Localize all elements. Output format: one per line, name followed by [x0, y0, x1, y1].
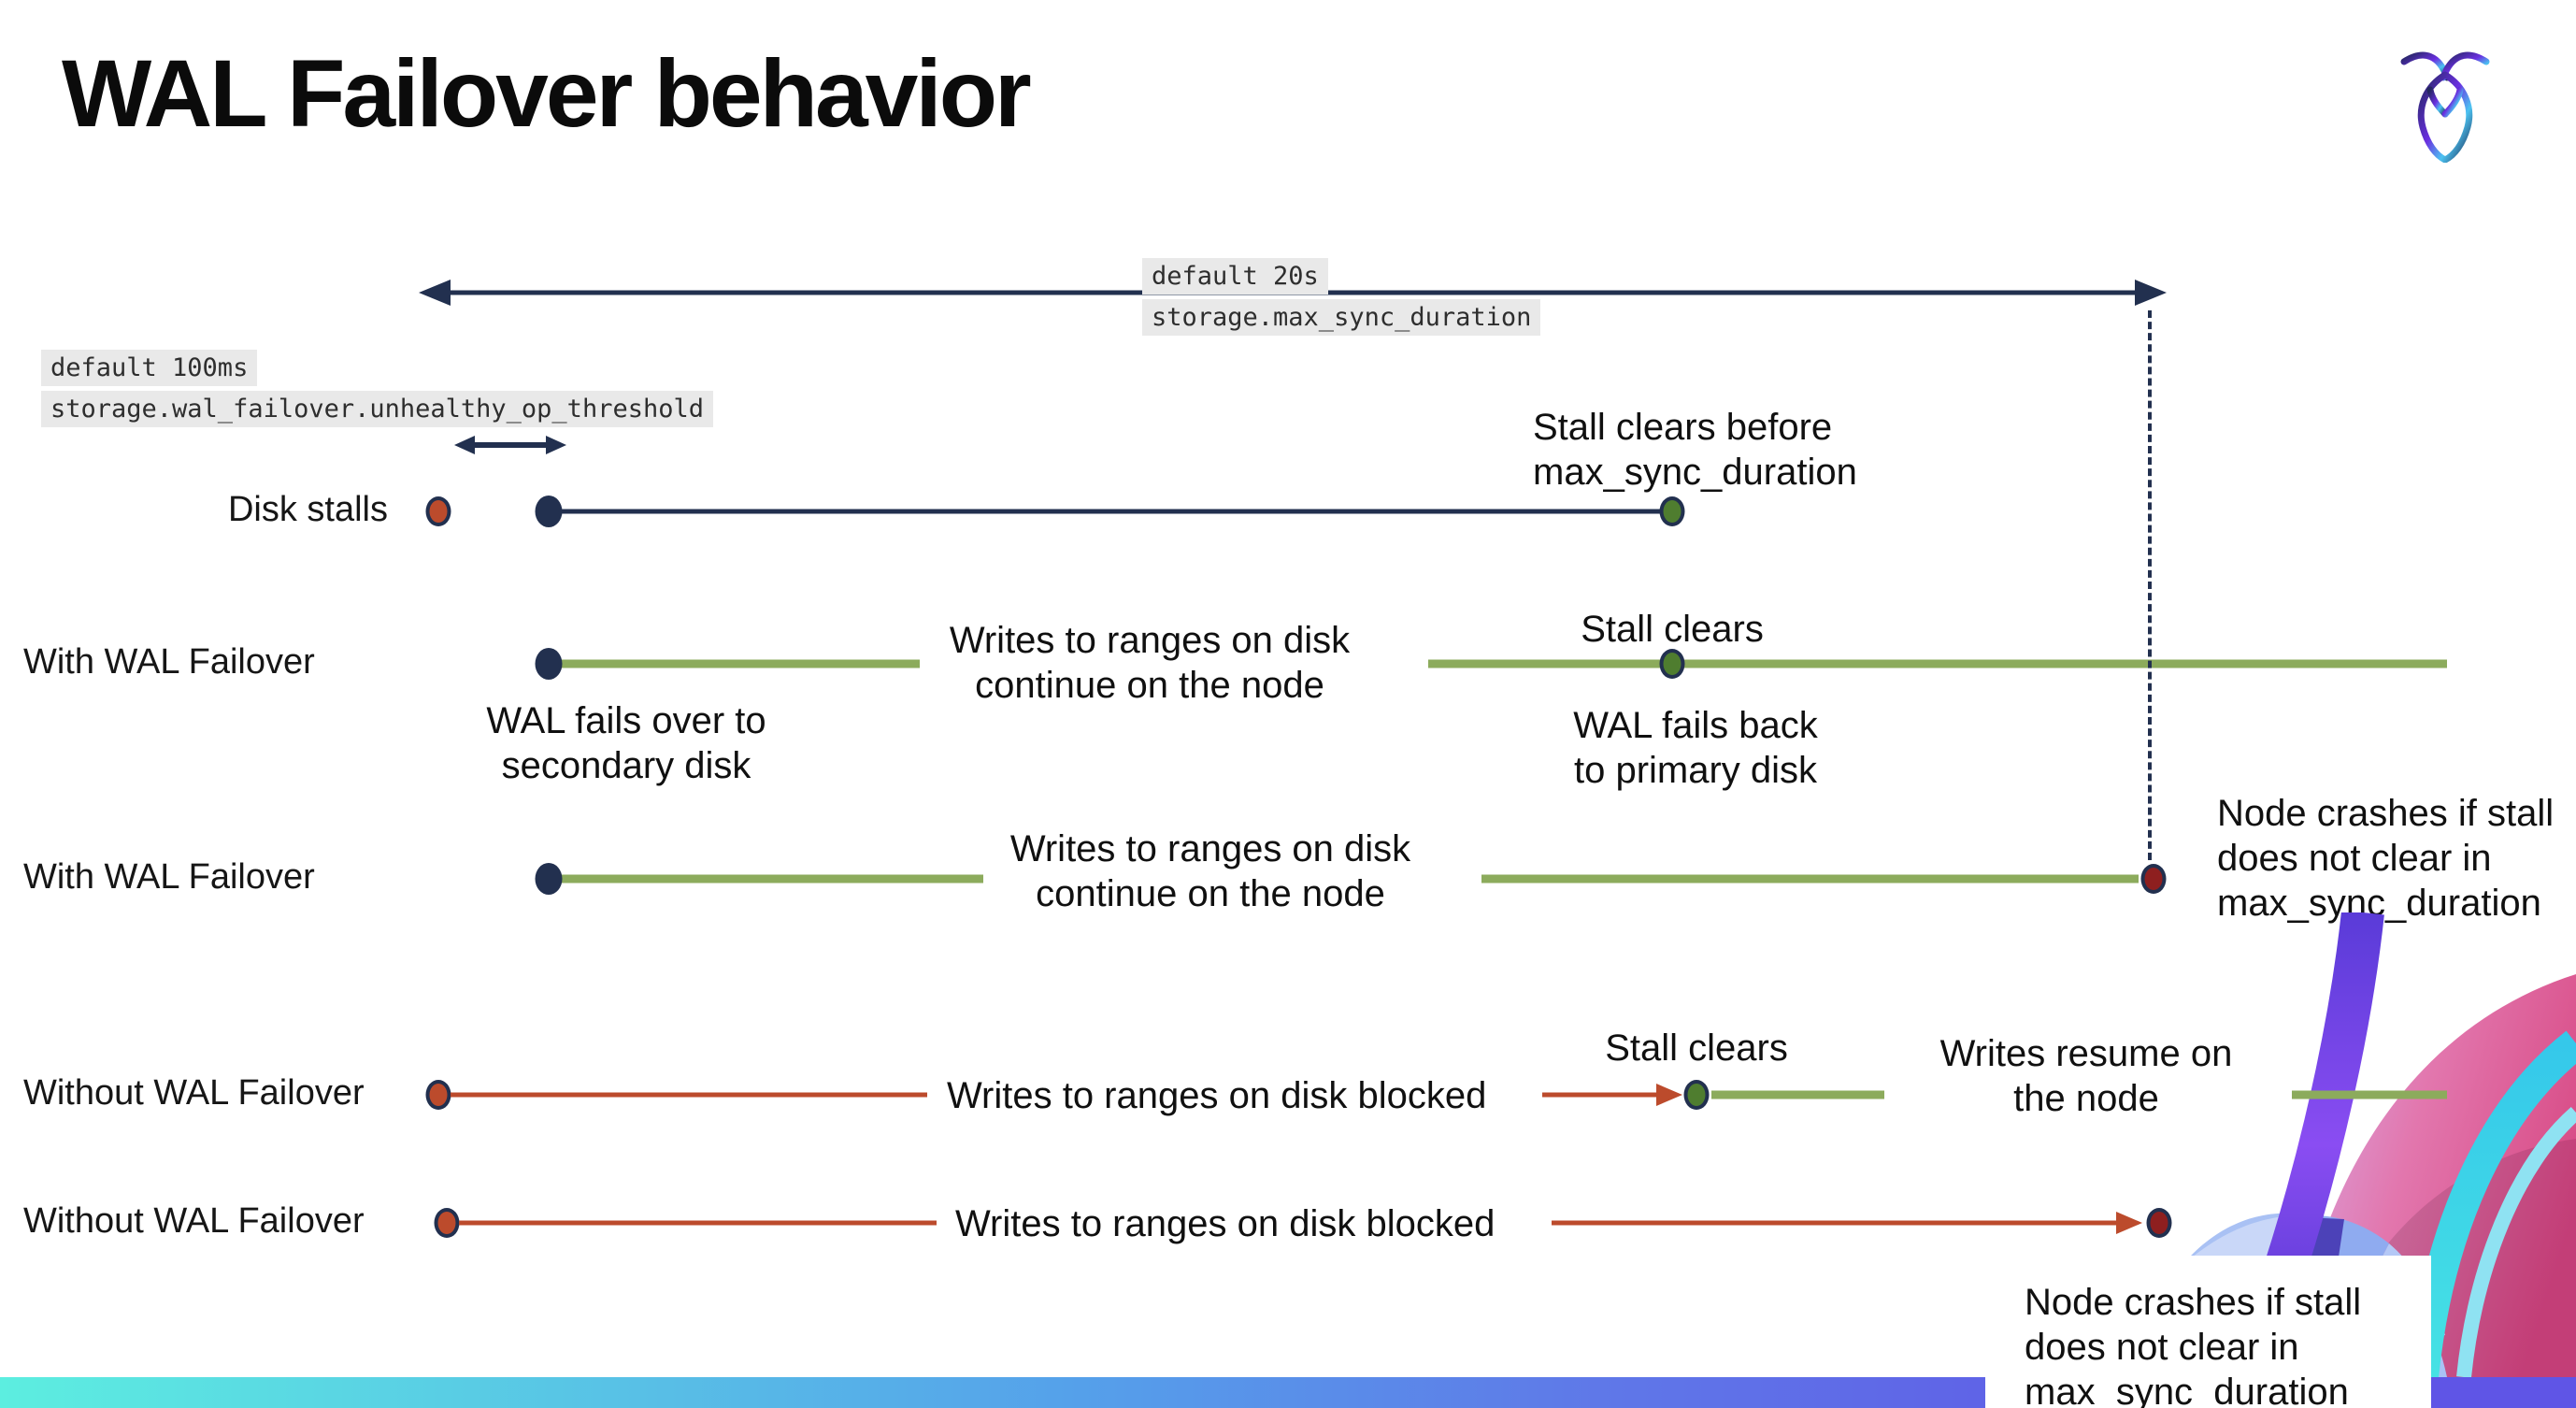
- stall-clears-note-row4: Stall clears: [1605, 1027, 1788, 1069]
- row-label-disk-stalls: Disk stalls: [227, 490, 388, 529]
- stall-clear-dot-row2: [1659, 649, 1685, 679]
- writes-resume-line-row4b: [2292, 1090, 2447, 1099]
- arrowhead-right-icon: [2135, 280, 2167, 306]
- wal-fails-back-note: WAL fails back to primary disk: [1573, 705, 1818, 791]
- small-arrowhead-right-icon: [546, 436, 566, 454]
- node-crash-dot-row3: [2140, 864, 2167, 894]
- node-crashes-callout-box: Node crashes if stall does not clear in …: [1985, 1256, 2431, 1408]
- wal-fails-over-note: WAL fails over to secondary disk: [486, 700, 766, 786]
- disk-stall-dot-row4: [425, 1080, 451, 1110]
- node-crashes-note-row3: Node crashes if stall does not clear in …: [2217, 793, 2555, 924]
- writes-continue-line-row3b: [1481, 874, 2139, 884]
- writes-resume-line-row4a: [1711, 1090, 1884, 1099]
- row-label-without-wal-failover-2: Without WAL Failover: [23, 1201, 365, 1241]
- max-sync-setting-label: storage.max_sync_duration: [1142, 299, 1541, 336]
- unhealthy-setting-label: storage.wal_failover.unhealthy_op_thresh…: [41, 391, 713, 427]
- unhealthy-threshold-arrow-line: [469, 442, 551, 448]
- cockroach-logo-icon: [2400, 51, 2490, 163]
- node-crash-dot-row5: [2146, 1208, 2172, 1238]
- max-sync-default-label: default 20s: [1142, 258, 1328, 295]
- row-label-with-wal-failover-1: With WAL Failover: [23, 642, 315, 682]
- failover-threshold-dot: [535, 496, 563, 527]
- red-arrowhead-row5-icon: [2116, 1212, 2142, 1234]
- node-crashes-note-row5: Node crashes if stall does not clear in …: [2025, 1282, 2362, 1408]
- writes-blocked-line-row4a: [451, 1092, 927, 1098]
- writes-blocked-line-row5b: [1552, 1220, 2118, 1226]
- writes-blocked-line-row4b: [1542, 1092, 1658, 1098]
- writes-continue-line-row2a: [561, 659, 920, 668]
- writes-continue-note-row3: Writes to ranges on disk continue on the…: [1009, 828, 1411, 914]
- unhealthy-default-label: default 100ms: [41, 350, 258, 386]
- disk-stall-dot-row5: [434, 1208, 460, 1238]
- stall-clears-note-row2: Stall clears: [1581, 609, 1764, 650]
- page-title: WAL Failover behavior: [62, 40, 1032, 147]
- writes-blocked-note-row4: Writes to ranges on disk blocked: [947, 1075, 1487, 1116]
- writes-continue-line-row2b: [1428, 659, 1661, 668]
- arrowhead-left-icon: [419, 280, 451, 306]
- wal-failover-dot-row2: [535, 648, 563, 680]
- writes-resume-note: Writes resume on the node: [1939, 1033, 2233, 1119]
- writes-continue-line-row2c: [1683, 659, 2447, 668]
- disk-stall-timeline: [555, 509, 1669, 514]
- row-label-with-wal-failover-2: With WAL Failover: [23, 857, 315, 897]
- writes-continue-line-row3a: [561, 874, 983, 884]
- stall-clear-dot-row4: [1683, 1080, 1710, 1110]
- writes-continue-note-row2: Writes to ranges on disk continue on the…: [949, 620, 1351, 706]
- disk-stall-start-dot: [425, 496, 451, 526]
- stall-clear-dot-row1: [1659, 496, 1685, 526]
- max-sync-deadline-dashed-line: [2148, 310, 2152, 860]
- stall-clears-before-note: Stall clears before max_sync_duration: [1533, 407, 1857, 493]
- red-arrowhead-row4-icon: [1656, 1084, 1682, 1106]
- small-arrowhead-left-icon: [454, 436, 475, 454]
- wal-failover-dot-row3: [535, 863, 563, 895]
- writes-blocked-note-row5: Writes to ranges on disk blocked: [955, 1203, 1496, 1244]
- writes-blocked-line-row5a: [459, 1220, 937, 1226]
- row-label-without-wal-failover-1: Without WAL Failover: [23, 1073, 365, 1113]
